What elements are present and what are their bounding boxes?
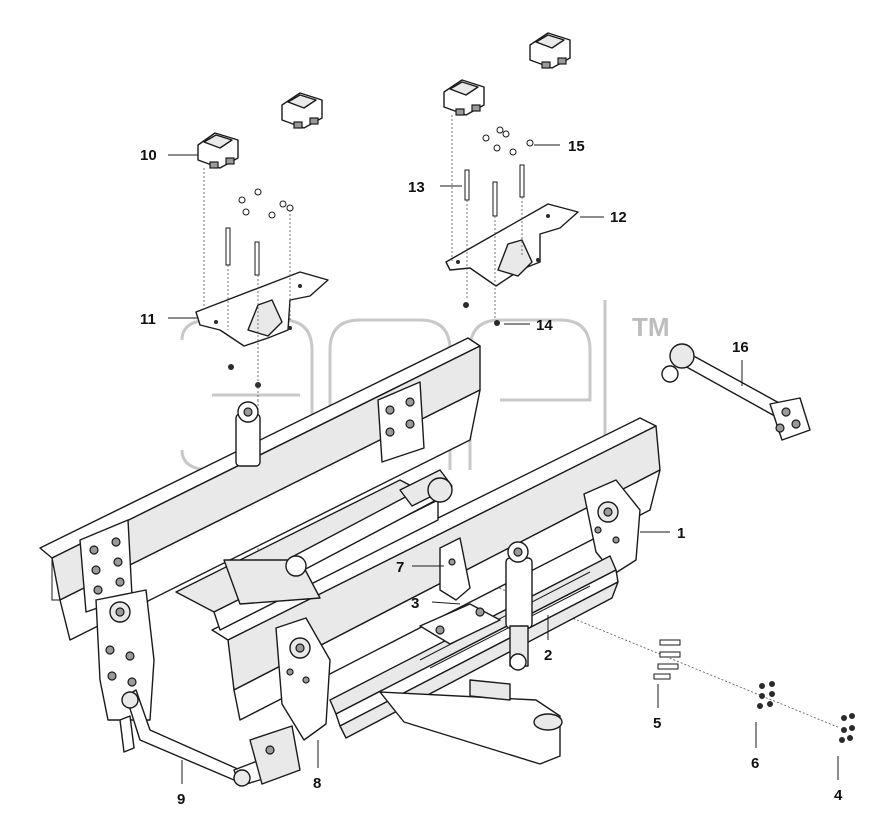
torque-rod-16	[661, 343, 811, 441]
watermark-tm-text: TM	[632, 312, 670, 342]
spring-hanger-front-left	[95, 589, 155, 721]
callout-3: 3	[411, 595, 419, 612]
callout-12: 12	[610, 209, 627, 226]
nuts-6	[757, 681, 775, 709]
bolts-right-group	[464, 126, 534, 217]
callout-2: 2	[544, 647, 552, 664]
callout-1: 1	[677, 525, 685, 542]
lower-bracket-left	[249, 725, 301, 785]
front-axle	[379, 679, 563, 765]
callout-labels: 1 2 3 4 5 6 7 8 9 10 11 12 13 14 15 16	[140, 138, 843, 808]
frame-mount-plate-upper	[377, 381, 425, 463]
callout-13: 13	[408, 179, 425, 196]
callout-6: 6	[751, 755, 759, 772]
nut-loose-upper	[463, 302, 469, 308]
callout-8: 8	[313, 775, 321, 792]
shock-absorber-left	[235, 401, 261, 467]
nut-14	[494, 320, 500, 326]
spring-seat-3	[419, 603, 501, 645]
callout-5: 5	[653, 715, 661, 732]
nut-loose-left-a	[228, 364, 234, 370]
stabilizer-bar-9	[119, 689, 267, 787]
drag-link	[285, 469, 453, 577]
callout-9: 9	[177, 791, 185, 808]
callout-4: 4	[834, 787, 843, 804]
callout-11: 11	[140, 311, 156, 328]
rubber-pad-10	[197, 132, 239, 169]
bracket-11	[195, 271, 329, 347]
leader-lines	[168, 144, 839, 784]
rubber-pad-upper-left	[281, 92, 323, 129]
bracket-7	[439, 537, 471, 601]
callout-14: 14	[536, 317, 553, 334]
bolts-left-group	[225, 188, 294, 276]
callout-7: 7	[396, 559, 404, 576]
callout-15: 15	[568, 138, 585, 155]
bracket-12	[445, 203, 579, 287]
spring-hanger-8	[275, 617, 331, 741]
nuts-4	[839, 713, 855, 743]
spring-hanger-1	[583, 479, 641, 575]
callout-16: 16	[732, 339, 749, 356]
bolts-5	[653, 639, 681, 680]
rubber-pad-top-right	[529, 32, 571, 69]
shock-absorber-right	[505, 541, 533, 671]
callout-10: 10	[140, 147, 157, 164]
rubber-pad-upper-right	[443, 79, 485, 116]
